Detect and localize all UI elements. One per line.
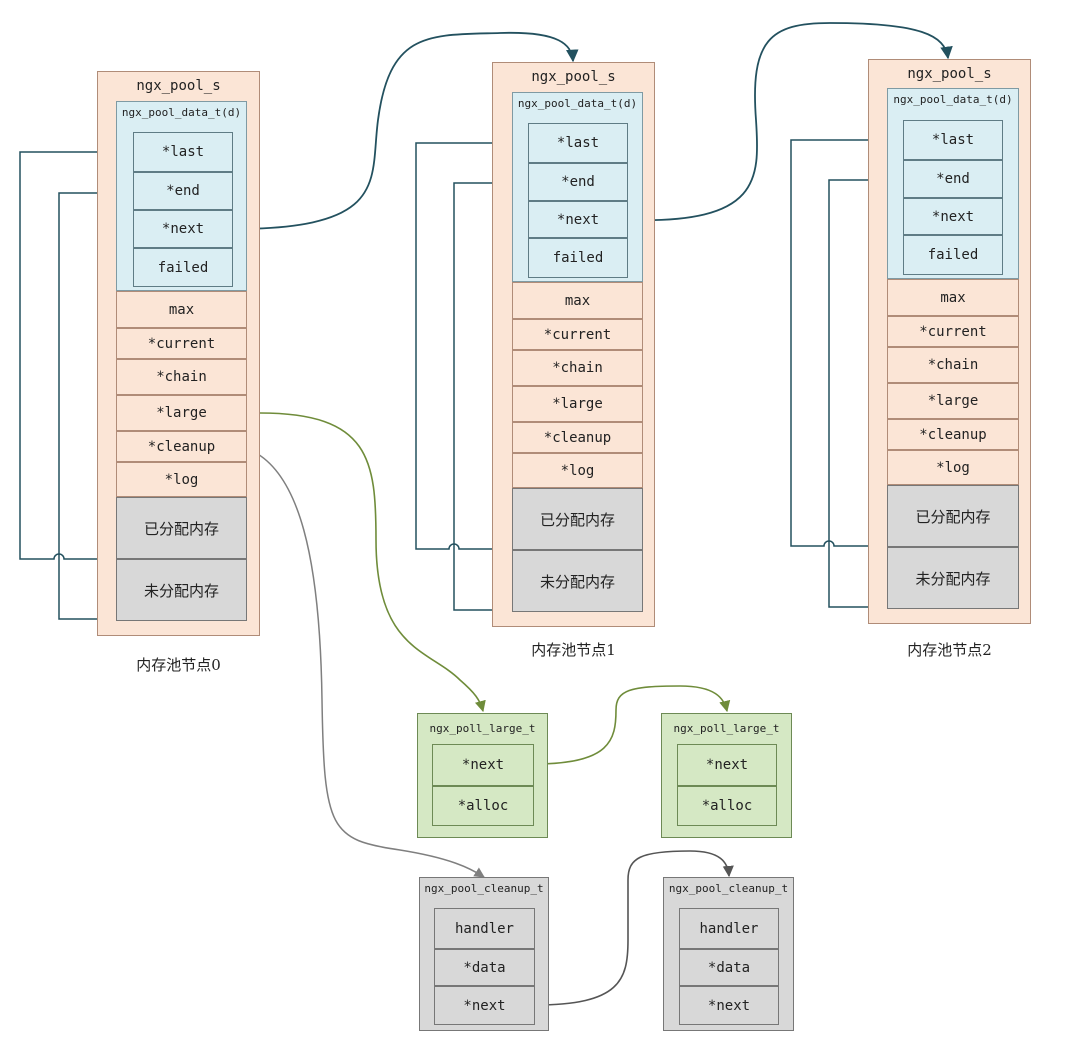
pool-data-title: ngx_pool_data_t(d)	[893, 93, 1013, 106]
field-large: *large	[512, 386, 643, 422]
field-large: *large	[887, 383, 1019, 419]
pool-data-title: ngx_pool_data_t(d)	[121, 106, 242, 119]
field-last: *last	[133, 132, 233, 172]
field-end: *end	[133, 172, 233, 210]
field-current: *current	[887, 316, 1019, 347]
cleanup-next-arrow	[534, 850, 734, 1006]
pool-struct-title: ngx_pool_s	[136, 78, 221, 94]
node2-end-arrow	[828, 179, 903, 613]
cleanup-pointer-arrow	[247, 448, 485, 878]
field-cleanup: *cleanup	[512, 422, 643, 453]
field-next: *next	[133, 210, 233, 248]
field-end: *end	[528, 163, 628, 201]
allocated-memory: 已分配内存	[512, 488, 643, 550]
large-field-alloc: *alloc	[677, 786, 777, 826]
field-log: *log	[116, 462, 247, 497]
field-current: *current	[512, 319, 643, 350]
field-log: *log	[887, 450, 1019, 485]
cleanup-struct-title: ngx_pool_cleanup_t	[668, 882, 789, 895]
field-max: max	[116, 291, 247, 328]
field-failed: failed	[528, 238, 628, 278]
allocated-memory: 已分配内存	[116, 497, 247, 559]
field-next: *next	[903, 198, 1003, 235]
large-field-next: *next	[677, 744, 777, 786]
field-end: *end	[903, 160, 1003, 198]
field-chain: *chain	[887, 347, 1019, 383]
field-max: max	[512, 282, 643, 319]
field-last: *last	[528, 123, 628, 163]
field-log: *log	[512, 453, 643, 488]
cleanup-field-data: *data	[679, 949, 779, 986]
large-next-arrow	[534, 685, 731, 765]
node2-last-arrow	[790, 139, 903, 552]
field-chain: *chain	[116, 359, 247, 395]
cleanup-field-next: *next	[434, 986, 535, 1025]
pool-struct-title: ngx_pool_s	[907, 66, 992, 82]
large-struct-title: ngx_poll_large_t	[429, 722, 536, 735]
field-current: *current	[116, 328, 247, 359]
node0-last-arrow	[19, 151, 133, 565]
node1-end-arrow	[453, 182, 528, 616]
cleanup-struct-title: ngx_pool_cleanup_t	[424, 882, 544, 895]
large-field-next: *next	[432, 744, 534, 786]
pool-node-caption: 内存池节点1	[531, 641, 616, 659]
cleanup-field-data: *data	[434, 949, 535, 986]
large-field-alloc: *alloc	[432, 786, 534, 826]
pool-struct-title: ngx_pool_s	[531, 69, 616, 85]
node1-last-arrow	[415, 142, 528, 555]
cleanup-field-next: *next	[679, 986, 779, 1025]
node0-end-arrow	[58, 192, 133, 625]
large-pointer-arrow	[259, 412, 486, 713]
unallocated-memory: 未分配内存	[887, 547, 1019, 609]
pool-node-caption: 内存池节点0	[136, 656, 221, 674]
cleanup-field-handler: handler	[679, 908, 779, 949]
field-next: *next	[528, 201, 628, 238]
field-large: *large	[116, 395, 247, 431]
field-chain: *chain	[512, 350, 643, 386]
cleanup-field-handler: handler	[434, 908, 535, 949]
field-failed: failed	[133, 248, 233, 287]
node1-next-arrow	[627, 22, 953, 222]
pool-node-caption: 内存池节点2	[907, 641, 992, 659]
field-cleanup: *cleanup	[887, 419, 1019, 450]
field-max: max	[887, 279, 1019, 316]
unallocated-memory: 未分配内存	[512, 550, 643, 612]
field-last: *last	[903, 120, 1003, 160]
unallocated-memory: 未分配内存	[116, 559, 247, 621]
allocated-memory: 已分配内存	[887, 485, 1019, 547]
node0-next-arrow	[232, 31, 579, 230]
field-failed: failed	[903, 235, 1003, 275]
field-cleanup: *cleanup	[116, 431, 247, 462]
pool-data-title: ngx_pool_data_t(d)	[517, 97, 638, 110]
large-struct-title: ngx_poll_large_t	[673, 722, 780, 735]
